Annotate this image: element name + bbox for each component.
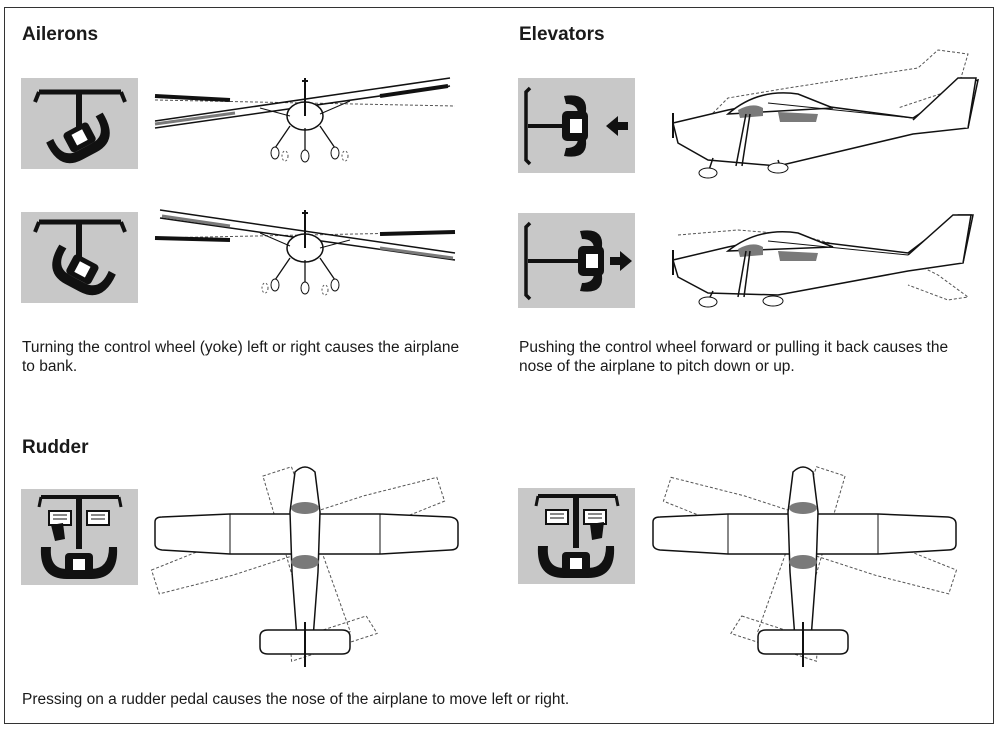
yoke-right-icon	[33, 219, 127, 296]
arrow-left-icon	[606, 116, 628, 136]
rudder-pedal-left-icon	[37, 495, 123, 579]
diagram-frame	[4, 7, 994, 724]
elevator-plane-pitch-down	[668, 205, 983, 320]
arrow-right-icon	[610, 251, 632, 271]
aileron-plane-bank-left	[150, 76, 465, 176]
elevators-caption: Pushing the control wheel forward or pul…	[519, 339, 949, 375]
ailerons-title: Ailerons	[22, 24, 99, 45]
elevator-plane-pitch-up	[668, 48, 983, 188]
yoke-pull-icon	[524, 86, 628, 166]
rudder-pedal-right-icon	[534, 494, 620, 578]
elevators-title: Elevators	[519, 24, 605, 45]
yoke-push-icon	[524, 221, 632, 301]
ailerons-caption: Turning the control wheel (yoke) left or…	[22, 339, 460, 375]
rudder-panel-right	[518, 488, 635, 584]
yoke-left-icon	[33, 89, 127, 164]
rudder-plane-yaw-left	[150, 462, 470, 677]
rudder-plane-yaw-right	[648, 462, 968, 677]
rudder-title: Rudder	[22, 437, 89, 458]
yoke-panel-push	[518, 213, 635, 308]
rudder-caption: Pressing on a rudder pedal causes the no…	[22, 691, 570, 708]
aileron-plane-bank-right	[150, 208, 465, 308]
yoke-panel-bank-right	[21, 212, 138, 303]
yoke-panel-pull	[518, 78, 635, 173]
yoke-panel-bank-left	[21, 78, 138, 169]
rudder-panel-left	[21, 489, 138, 585]
